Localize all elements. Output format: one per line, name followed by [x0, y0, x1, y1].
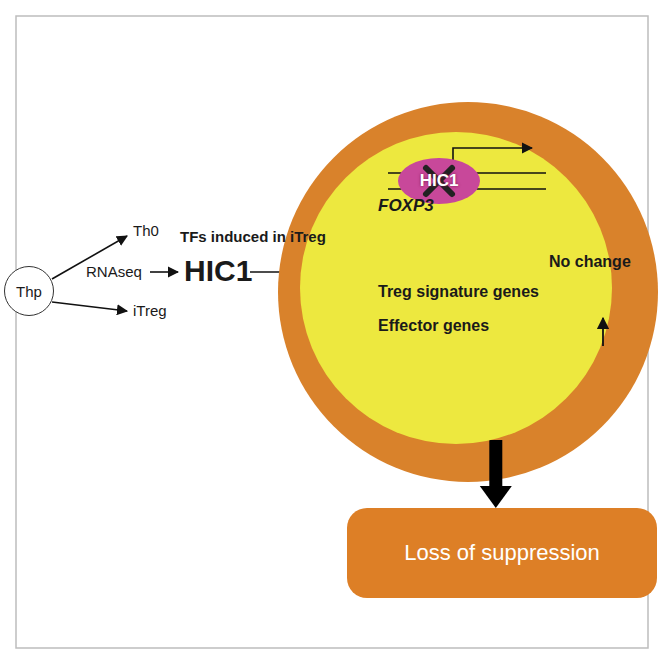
- node-label: Thp: [16, 283, 42, 300]
- node-label: Loss of suppression: [404, 540, 600, 566]
- cell-circle: HIC1FOXP3No changeTreg signature genesEf…: [300, 132, 612, 444]
- up-arrow: [602, 318, 604, 346]
- gene-name: HIC1: [184, 254, 252, 288]
- outcome-box: Loss of suppression: [347, 508, 657, 598]
- gene-label: FOXP3: [378, 196, 434, 216]
- gene-label: Treg signature genes: [378, 283, 539, 301]
- frame: [16, 16, 648, 648]
- arrow-rnaseq: [150, 271, 178, 273]
- step-label: iTreg: [133, 302, 167, 319]
- gene-label: No change: [549, 253, 631, 271]
- flow-arrow-shaft: [489, 440, 502, 487]
- cell-node: Thp: [4, 266, 54, 316]
- step-label: TFs induced in iTreg: [180, 228, 326, 245]
- arrow-itreg: [52, 302, 127, 311]
- flow-arrow: [480, 440, 512, 508]
- flow-arrow-head: [480, 486, 512, 508]
- step-label: Th0: [133, 222, 159, 239]
- cell-outer: [278, 102, 658, 482]
- step-label: RNAseq: [86, 263, 142, 280]
- gene-label: Effector genes: [378, 317, 489, 335]
- node-label: HIC1: [420, 171, 459, 191]
